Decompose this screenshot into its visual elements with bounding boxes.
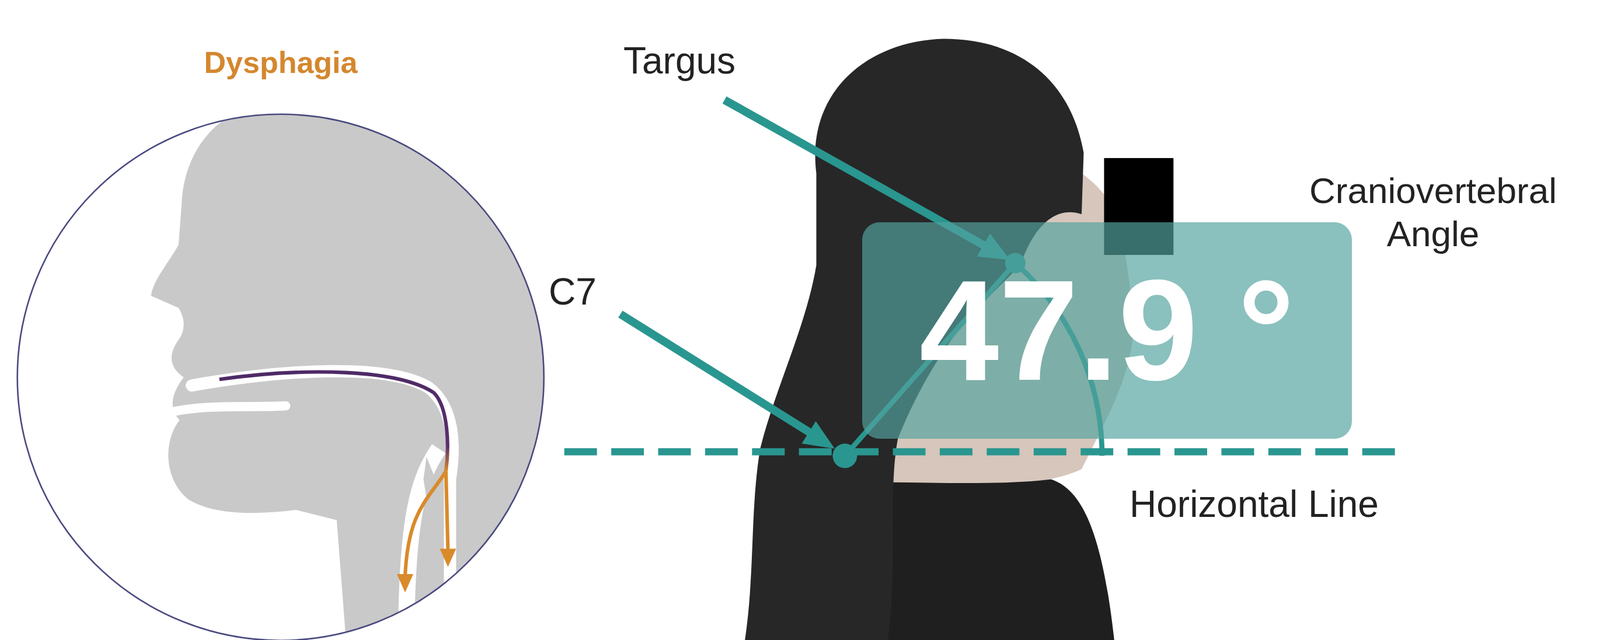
head-section (151, 102, 572, 640)
aspiration-arrow (405, 471, 446, 577)
figure-heading: Dysphagia (17, 38, 545, 81)
illustration-circle: Dysphagia (17, 38, 545, 640)
arrowhead (439, 548, 456, 567)
arrowhead (801, 421, 835, 449)
swallow-arrow (445, 471, 448, 552)
c7-point (832, 443, 857, 469)
swallow-path (219, 372, 448, 472)
landmark-label: C7 (548, 269, 597, 315)
head-silhouette (151, 102, 572, 640)
jaw-channel (171, 406, 287, 413)
reference-line-label: Horizontal Line (1129, 482, 1379, 528)
landmark-label: Targus (623, 38, 736, 84)
angle-label: Craniovertebral Angle (1278, 169, 1588, 257)
angle-value-box: 47.9 ° (862, 222, 1352, 439)
palate-channel (192, 371, 453, 640)
arrowhead (396, 574, 414, 593)
leader-arrow (620, 314, 812, 434)
horizontal-line (564, 448, 1409, 456)
angle-value: 47.9 ° (919, 259, 1295, 403)
illustration-circle-outline (17, 114, 545, 640)
trachea-channel (406, 448, 439, 640)
